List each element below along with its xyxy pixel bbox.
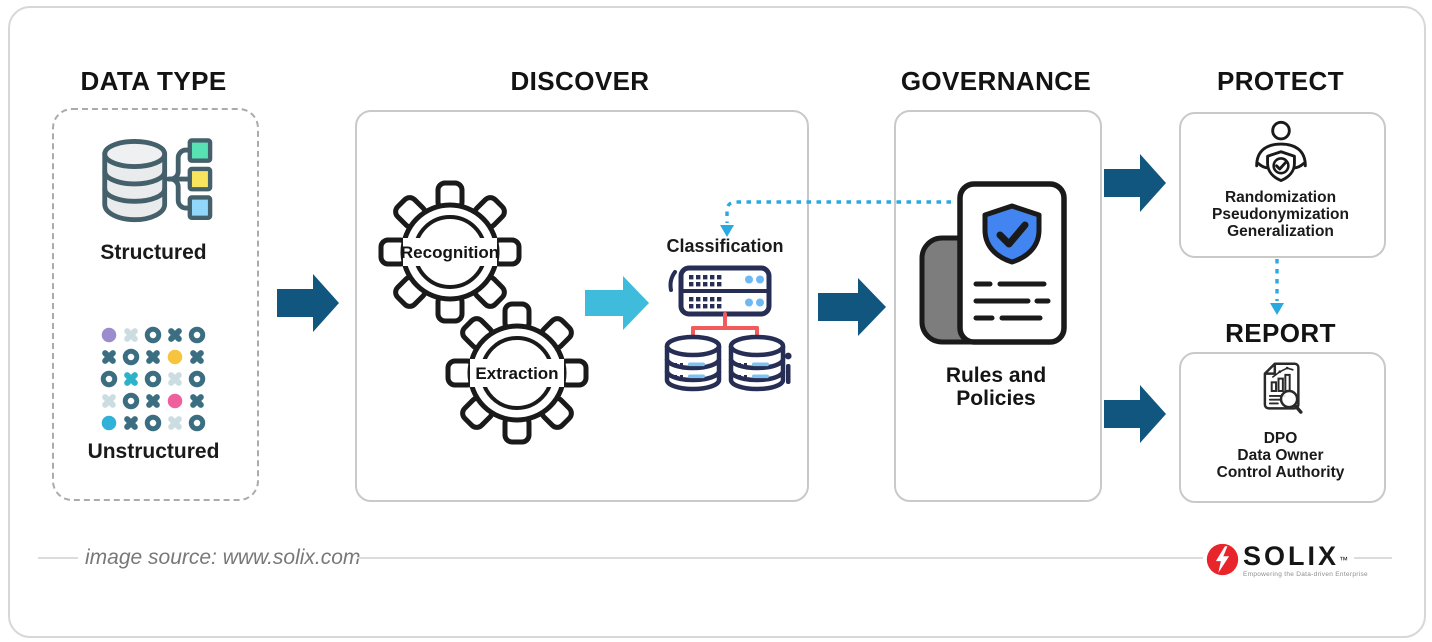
arrow-right-icon [277, 274, 339, 332]
report-line-1: DPO [1263, 430, 1298, 447]
arrow-right-icon [585, 276, 649, 330]
governance-label: Rules and Policies [894, 364, 1098, 410]
solix-logo: SOLIX™ Empowering the Data-driven Enterp… [1206, 543, 1368, 578]
report-line-3: Control Authority [1216, 464, 1345, 481]
brand-tagline: Empowering the Data-driven Enterprise [1243, 571, 1368, 578]
image-source-text: image source: www.solix.com [85, 546, 361, 569]
gear-icon [445, 301, 589, 445]
data-type-title: DATA TYPE [80, 66, 227, 96]
database-icon [102, 138, 213, 223]
discover-title: DISCOVER [510, 66, 650, 96]
footer-rule-right [1354, 557, 1392, 559]
person-shield-icon [1255, 120, 1307, 182]
arrow-right-icon [1104, 154, 1166, 212]
governance-title: GOVERNANCE [900, 66, 1092, 96]
server-cluster-icon [664, 265, 792, 392]
protect-methods-label: Randomization Pseudonymization Generaliz… [1179, 189, 1382, 240]
arrow-right-icon [1104, 385, 1166, 443]
audit-report-icon [1263, 362, 1303, 414]
arrow-right-icon [818, 278, 886, 336]
lightning-bolt-icon [1206, 543, 1239, 576]
extraction-gear-label: Extraction [475, 364, 559, 383]
unstructured-label: Unstructured [87, 440, 220, 463]
report-title: REPORT [1225, 318, 1336, 348]
protect-line-3: Generalization [1227, 223, 1334, 240]
trademark-symbol: ™ [1339, 555, 1349, 565]
gear-icon [378, 180, 522, 324]
scatter-pattern-icon [98, 324, 208, 434]
report-recipients-label: DPO Data Owner Control Authority [1179, 430, 1382, 481]
governance-label-line1: Rules and [945, 364, 1047, 387]
brand-name: SOLIX [1243, 541, 1340, 571]
protect-title: PROTECT [1216, 66, 1345, 96]
governance-label-line2: Policies [956, 387, 1036, 410]
structured-label: Structured [100, 241, 207, 264]
solix-wordmark: SOLIX™ Empowering the Data-driven Enterp… [1243, 541, 1368, 579]
rules-document-icon [919, 181, 1067, 345]
report-line-2: Data Owner [1237, 447, 1324, 464]
report-box [1179, 352, 1386, 503]
recognition-gear-label: Recognition [400, 243, 500, 262]
footer-rule-left [38, 557, 78, 559]
protect-line-1: Randomization [1224, 189, 1337, 206]
footer-rule-middle [357, 557, 1203, 559]
classification-label: Classification [666, 236, 784, 256]
protect-line-2: Pseudonymization [1212, 206, 1349, 223]
